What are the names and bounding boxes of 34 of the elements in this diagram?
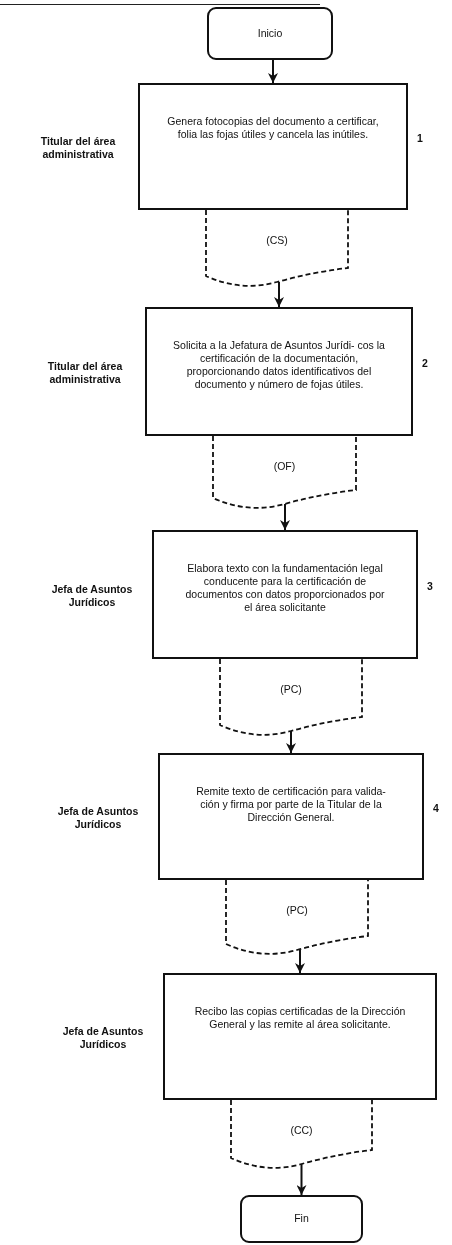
step-number: 3 [427, 579, 433, 592]
process-box [158, 753, 424, 880]
arrow [296, 1163, 307, 1196]
role-label: Jefa de Asuntos Jurídicos [56, 804, 140, 832]
node-text: Genera fotocopias del documento a certificar, folia las fojas útiles y cancela las inútiles. [166, 115, 380, 142]
role-label: Titular del área administrativa [39, 134, 117, 162]
node-text: (CS) [266, 234, 288, 248]
role-label: Jefa de Asuntos Jurídicos [61, 1024, 145, 1052]
node-text: (CC) [290, 1124, 313, 1138]
node-text: (PC) [286, 904, 308, 918]
node-text: Remite texto de certificación para valida- ción y firma por parte de la Titular de la Dirección General. [195, 785, 387, 825]
node-text: Fin [294, 1212, 309, 1226]
step-number: 1 [417, 131, 423, 144]
node-text: (PC) [280, 683, 302, 697]
node-text: Elabora texto con la fundamentación legal conducente para la certificación de documentos con datos proporcionados por el área solicitante [184, 562, 386, 615]
arrow [286, 730, 296, 754]
arrow [274, 281, 284, 308]
terminal-box [207, 7, 333, 60]
role-label: Jefa de Asuntos Jurídicos [50, 582, 134, 610]
terminal-box [240, 1195, 363, 1243]
step-number: 2 [422, 356, 428, 369]
arrow [268, 59, 278, 84]
node-text: (OF) [273, 460, 296, 474]
node-text: Inicio [257, 26, 283, 41]
process-box [145, 307, 413, 436]
node-text: Recibo las copias certificadas de la Dirección General y las remite al área solicitante. [193, 1005, 407, 1032]
node-text: Solicita a la Jefatura de Asuntos Jurídi- cos la certificación de la documentación, proporcionando datos identificativos del documento y número de fojas útiles. [173, 339, 385, 392]
step-number: 4 [433, 801, 439, 814]
process-box [163, 973, 437, 1100]
process-box [138, 83, 408, 210]
process-box [152, 530, 418, 659]
arrow [295, 949, 305, 974]
role-label: Titular del área administrativa [46, 359, 124, 387]
arrow [280, 503, 290, 531]
